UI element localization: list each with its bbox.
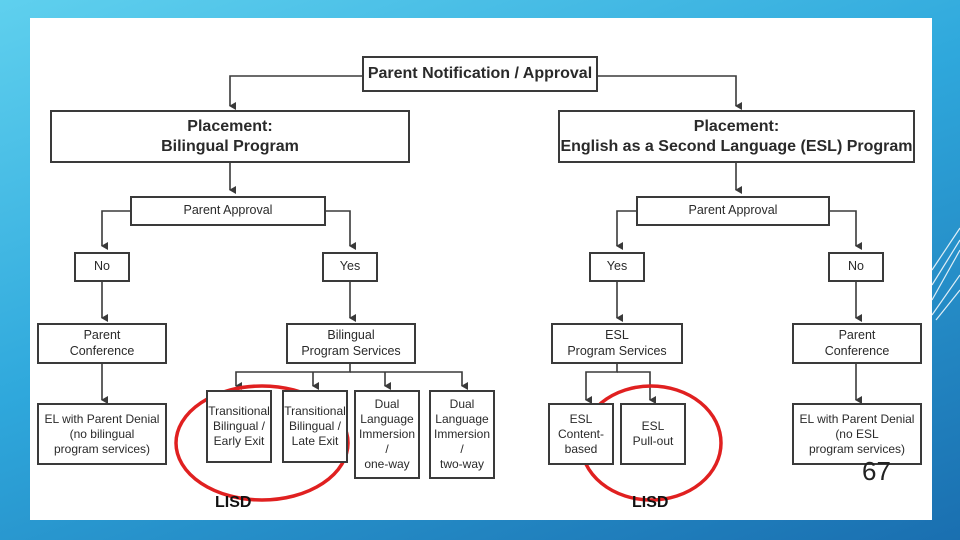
box-no-left: No [74, 252, 130, 282]
box-parent-approval-right: Parent Approval [636, 196, 830, 226]
box-yes-right: Yes [589, 252, 645, 282]
lisd-label-right: LISD [632, 494, 669, 511]
box-parent-conference-right: Parent Conference [792, 323, 922, 364]
box-el-parent-denial-bilingual: EL with Parent Denial (no bilingual prog… [37, 403, 167, 465]
box-dual-language-one-way: Dual Language Immersion / one-way [354, 390, 420, 479]
box-parent-conference-left: Parent Conference [37, 323, 167, 364]
box-placement-esl: Placement: English as a Second Language … [558, 110, 915, 163]
box-esl-program-services: ESL Program Services [551, 323, 683, 364]
box-dual-language-two-way: Dual Language Immersion / two-way [429, 390, 495, 479]
lisd-label-left: LISD [215, 494, 252, 511]
box-esl-pull-out: ESL Pull-out [620, 403, 686, 465]
box-placement-bilingual: Placement: Bilingual Program [50, 110, 410, 163]
highlight-circle-transitional [174, 384, 350, 502]
page-number: 67 [862, 456, 891, 486]
box-esl-content-based: ESL Content- based [548, 403, 614, 465]
box-parent-notification: Parent Notification / Approval [362, 56, 598, 92]
box-el-parent-denial-esl: EL with Parent Denial (no ESL program se… [792, 403, 922, 465]
box-yes-left: Yes [322, 252, 378, 282]
box-bilingual-program-services: Bilingual Program Services [286, 323, 416, 364]
box-parent-approval-left: Parent Approval [130, 196, 326, 226]
box-transitional-late-exit: Transitional Bilingual / Late Exit [282, 390, 348, 463]
box-no-right: No [828, 252, 884, 282]
flowchart-panel: Parent Notification / Approval Placement… [30, 18, 932, 520]
box-transitional-early-exit: Transitional Bilingual / Early Exit [206, 390, 272, 463]
